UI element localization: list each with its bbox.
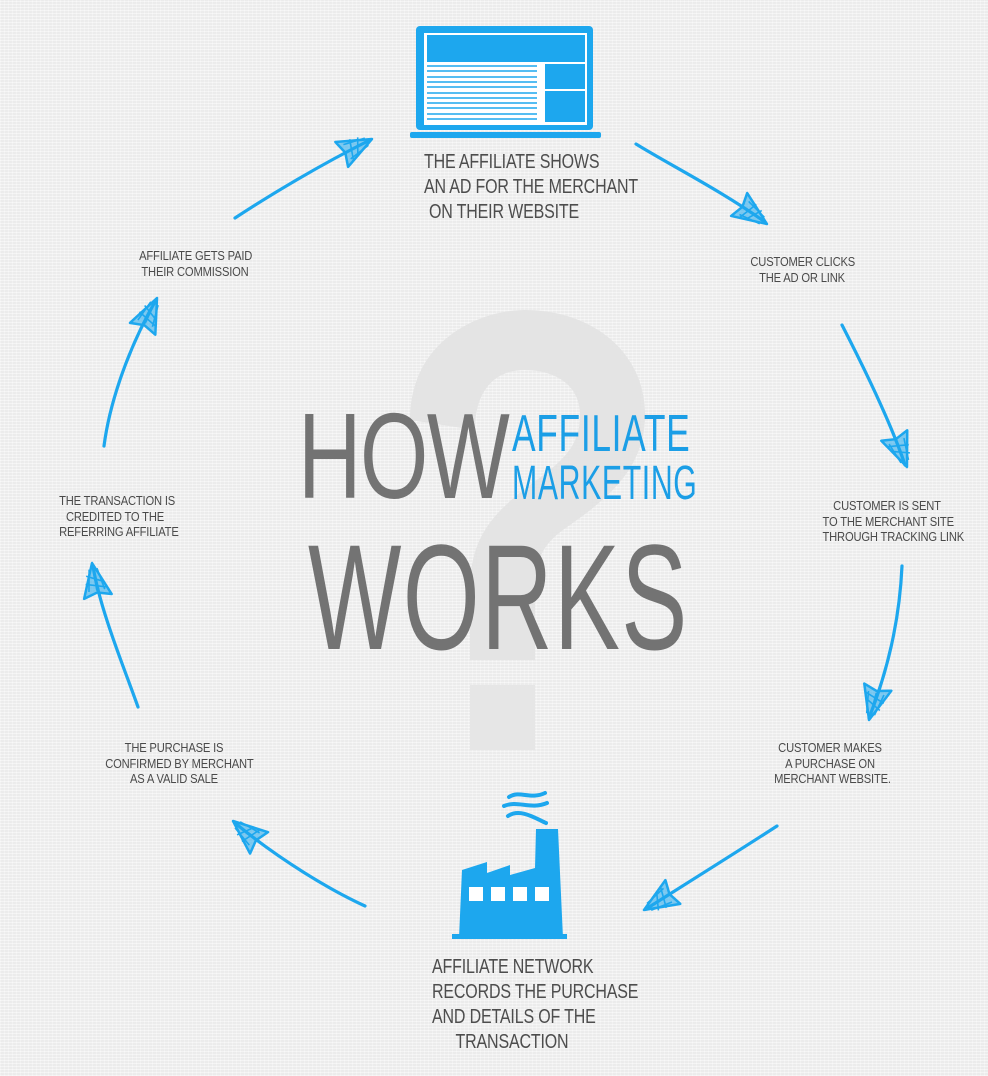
arrow-step3-to-step4 xyxy=(867,564,904,720)
title-how: HOW xyxy=(298,388,510,524)
arrow-step7-to-step8 xyxy=(102,298,158,448)
step-6-label: THE PURCHASE IS CONFIRMED BY MERCHANT AS… xyxy=(105,740,254,787)
step-1-label: THE AFFILIATE SHOWS AN AD FOR THE MERCHA… xyxy=(424,151,638,223)
step-4-label: CUSTOMER MAKES A PURCHASE ON MERCHANT WE… xyxy=(774,740,891,787)
arrow-step1-to-step2 xyxy=(634,142,767,224)
step-8-label: AFFILIATE GETS PAID THEIR COMMISSION xyxy=(139,248,253,279)
arrow-step5-to-step6 xyxy=(233,821,367,908)
title-marketing: MARKETING xyxy=(512,457,698,510)
step-2-label: CUSTOMER CLICKS THE AD OR LINK xyxy=(750,254,856,285)
title-affiliate: AFFILIATE xyxy=(512,405,691,463)
arrow-step4-to-step5 xyxy=(644,824,779,911)
arrow-step6-to-step7 xyxy=(91,564,140,709)
title-works: WORKS xyxy=(308,513,689,681)
question-mark-icon xyxy=(410,310,645,750)
arrow-step8-to-step1 xyxy=(233,138,372,220)
step-7-label: THE TRANSACTION IS CREDITED TO THE REFER… xyxy=(59,493,179,540)
step-5-label: AFFILIATE NETWORK RECORDS THE PURCHASE A… xyxy=(432,956,639,1053)
arrow-step2-to-step3 xyxy=(840,323,907,467)
step-3-label: CUSTOMER IS SENT TO THE MERCHANT SITE TH… xyxy=(822,498,965,545)
